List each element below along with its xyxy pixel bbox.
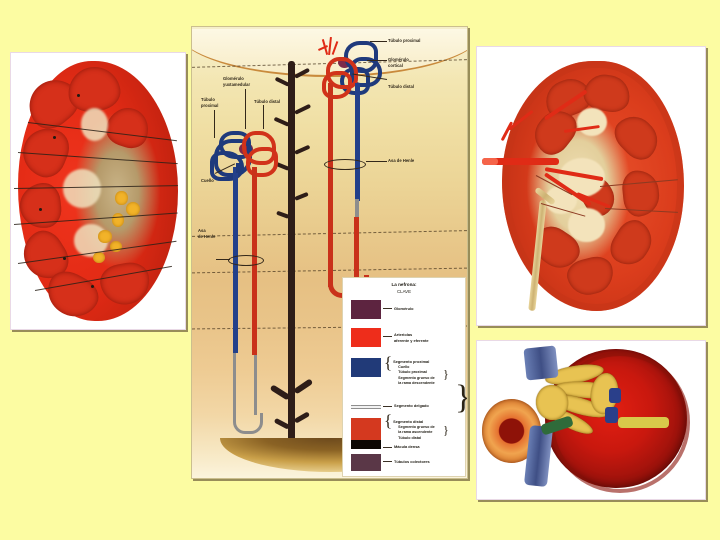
label-juxtamedullary-glomerulus: Glomérulo yuxtamedular	[223, 76, 251, 87]
legend-brace-distal-right: }	[443, 423, 449, 437]
legend-sublabel-tubulo-distal: Túbulo distal	[398, 435, 422, 440]
legend-sublabel-rama-ascendente: Segmento grueso de la rama ascendente	[398, 424, 435, 435]
legend-swatch-macula-densa	[351, 440, 381, 449]
legend-label-segmento-delgado: Segmento delgado	[394, 403, 429, 408]
legend-brace-outer: }	[455, 380, 467, 414]
legend-sublabel-tubulo-proximal: Túbulo proximal	[398, 370, 427, 375]
legend-label-macula-densa: Mácula densa	[394, 444, 420, 449]
label-distal-tubule-left: Túbulo distal	[254, 99, 281, 104]
nephron-diagram-image: Glomérulo yuxtamedular Túbulo proximal T…	[192, 27, 467, 478]
legend-swatch-segmento-distal	[351, 418, 381, 440]
legend-entry-arteriolas: Arteriolas aferente y eferente	[351, 328, 429, 347]
legend-entry-segmento-distal: { Segmento distal Segmento grueso de la …	[351, 412, 435, 441]
legend-entry-tubulos-colectores: Túbulos colectores	[351, 454, 430, 471]
legend-label-arteriolas: Arteriolas aferente y eferente	[394, 332, 429, 343]
figure-kidney-vessels	[476, 46, 706, 326]
figure-kidney-coronal-section	[10, 52, 186, 330]
label-henle-loop-right: Asa de Henle	[388, 158, 415, 163]
label-henle-loop-left: Asa de Henle	[198, 228, 216, 239]
legend-swatch-glomerulo	[351, 300, 381, 319]
legend-brace-proximal-right: }	[443, 367, 449, 381]
figure-nephron-diagram: Glomérulo yuxtamedular Túbulo proximal T…	[191, 26, 468, 479]
legend-label-segmento-proximal: Segmento proximal	[393, 359, 430, 364]
figure-renal-corpuscle	[476, 340, 706, 500]
legend-entry-segmento-delgado: Segmento delgado	[351, 402, 429, 409]
label-distal-tubule-right: Túbulo distal	[388, 84, 415, 89]
legend-entry-macula-densa: Mácula densa	[351, 440, 420, 450]
legend-swatch-arteriolas	[351, 328, 381, 347]
label-proximal-tubule-left: Túbulo proximal	[201, 97, 219, 108]
legend-swatch-tubulos-colectores	[351, 454, 381, 471]
nephron-legend: La nefrona: CLAVE Glomérulo Arteriolas a…	[342, 277, 467, 477]
renal-corpuscle-image	[477, 341, 705, 499]
legend-entry-glomerulo: Glomérulo	[351, 300, 413, 319]
legend-brace-proximal: {	[384, 353, 393, 372]
legend-label-tubulos-colectores: Túbulos colectores	[394, 459, 430, 464]
legend-swatch-segmento-proximal	[351, 358, 381, 377]
legend-title: La nefrona:	[391, 282, 417, 287]
legend-subtitle: CLAVE	[396, 289, 412, 294]
legend-brace-distal: {	[384, 411, 393, 430]
legend-label-glomerulo: Glomérulo	[394, 306, 414, 311]
legend-swatch-segmento-delgado	[351, 405, 381, 409]
legend-entry-segmento-proximal: { Segmento proximal Cuello Túbulo proxim…	[351, 353, 435, 387]
label-cortical-glomerulus: Glomérulo cortical	[388, 57, 409, 68]
label-proximal-tubule-right: Túbulo proximal	[388, 38, 421, 43]
legend-sublabel-cuello: Cuello	[398, 364, 410, 369]
kidney-vessels-image	[477, 47, 705, 325]
legend-sublabel-rama-descendente: Segmento grueso de la rama descendente	[398, 375, 435, 386]
legend-label-segmento-distal: Segmento distal	[393, 419, 424, 424]
kidney-coronal-section-image	[11, 53, 185, 329]
label-neck: Cuello	[201, 178, 214, 183]
